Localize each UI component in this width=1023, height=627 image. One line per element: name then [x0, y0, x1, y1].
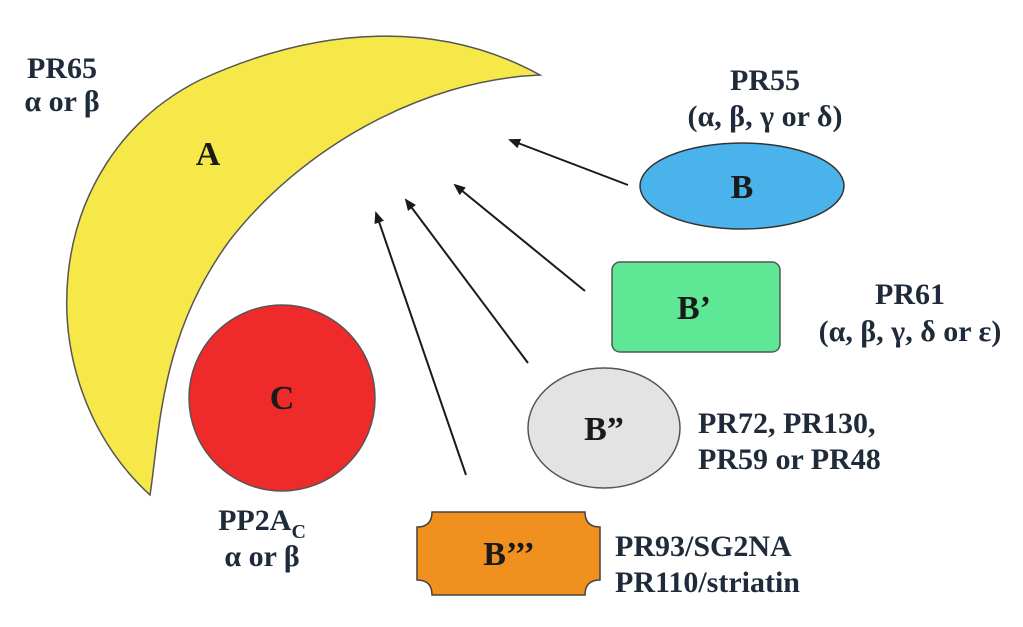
subunit-c-letter: C	[270, 380, 295, 417]
subunit-c-isoforms: α or β	[224, 540, 299, 573]
subunit-b3-letter: B’’’	[483, 536, 535, 573]
arrow-b1-to-a	[453, 183, 586, 292]
subunit-a-letter: A	[196, 136, 221, 173]
subunit-a-crescent	[66, 35, 543, 497]
subunit-c-name: PP2AC	[218, 504, 306, 543]
subunit-b-ellipse	[639, 142, 845, 230]
subunit-b1-letter: B’	[677, 290, 711, 327]
arrow-b-to-a	[508, 138, 629, 186]
subunit-b3-names-line2: PR110/striatin	[615, 566, 800, 599]
subunit-b1-rect	[611, 261, 781, 353]
subunit-b2-letter: B”	[584, 411, 624, 448]
subunit-c-circle	[188, 304, 376, 492]
subunit-b2-names-line1: PR72, PR130,	[698, 407, 875, 440]
subunit-b-isoforms: (α, β, γ or δ)	[688, 100, 843, 133]
subunit-b2-names-line2: PR59 or PR48	[698, 443, 881, 476]
subunit-b-letter: B	[731, 169, 754, 206]
arrow-b3-to-a	[374, 211, 467, 476]
subunit-c-name-main: PP2A	[218, 504, 292, 537]
subunit-a-isoforms: α or β	[24, 85, 99, 118]
subunit-b1-name: PR61	[875, 278, 945, 311]
subunit-b1-isoforms: (α, β, γ, δ or ε)	[819, 315, 1002, 348]
arrow-b2-to-a	[404, 198, 529, 364]
subunit-b2-ellipse	[527, 367, 681, 489]
subunit-c-name-subscript: C	[291, 521, 305, 543]
subunit-a-name: PR65	[27, 52, 97, 85]
subunit-b3-shape	[416, 511, 601, 596]
subunit-b3-names-line1: PR93/SG2NA	[615, 530, 792, 563]
subunit-b-name: PR55	[730, 64, 800, 97]
